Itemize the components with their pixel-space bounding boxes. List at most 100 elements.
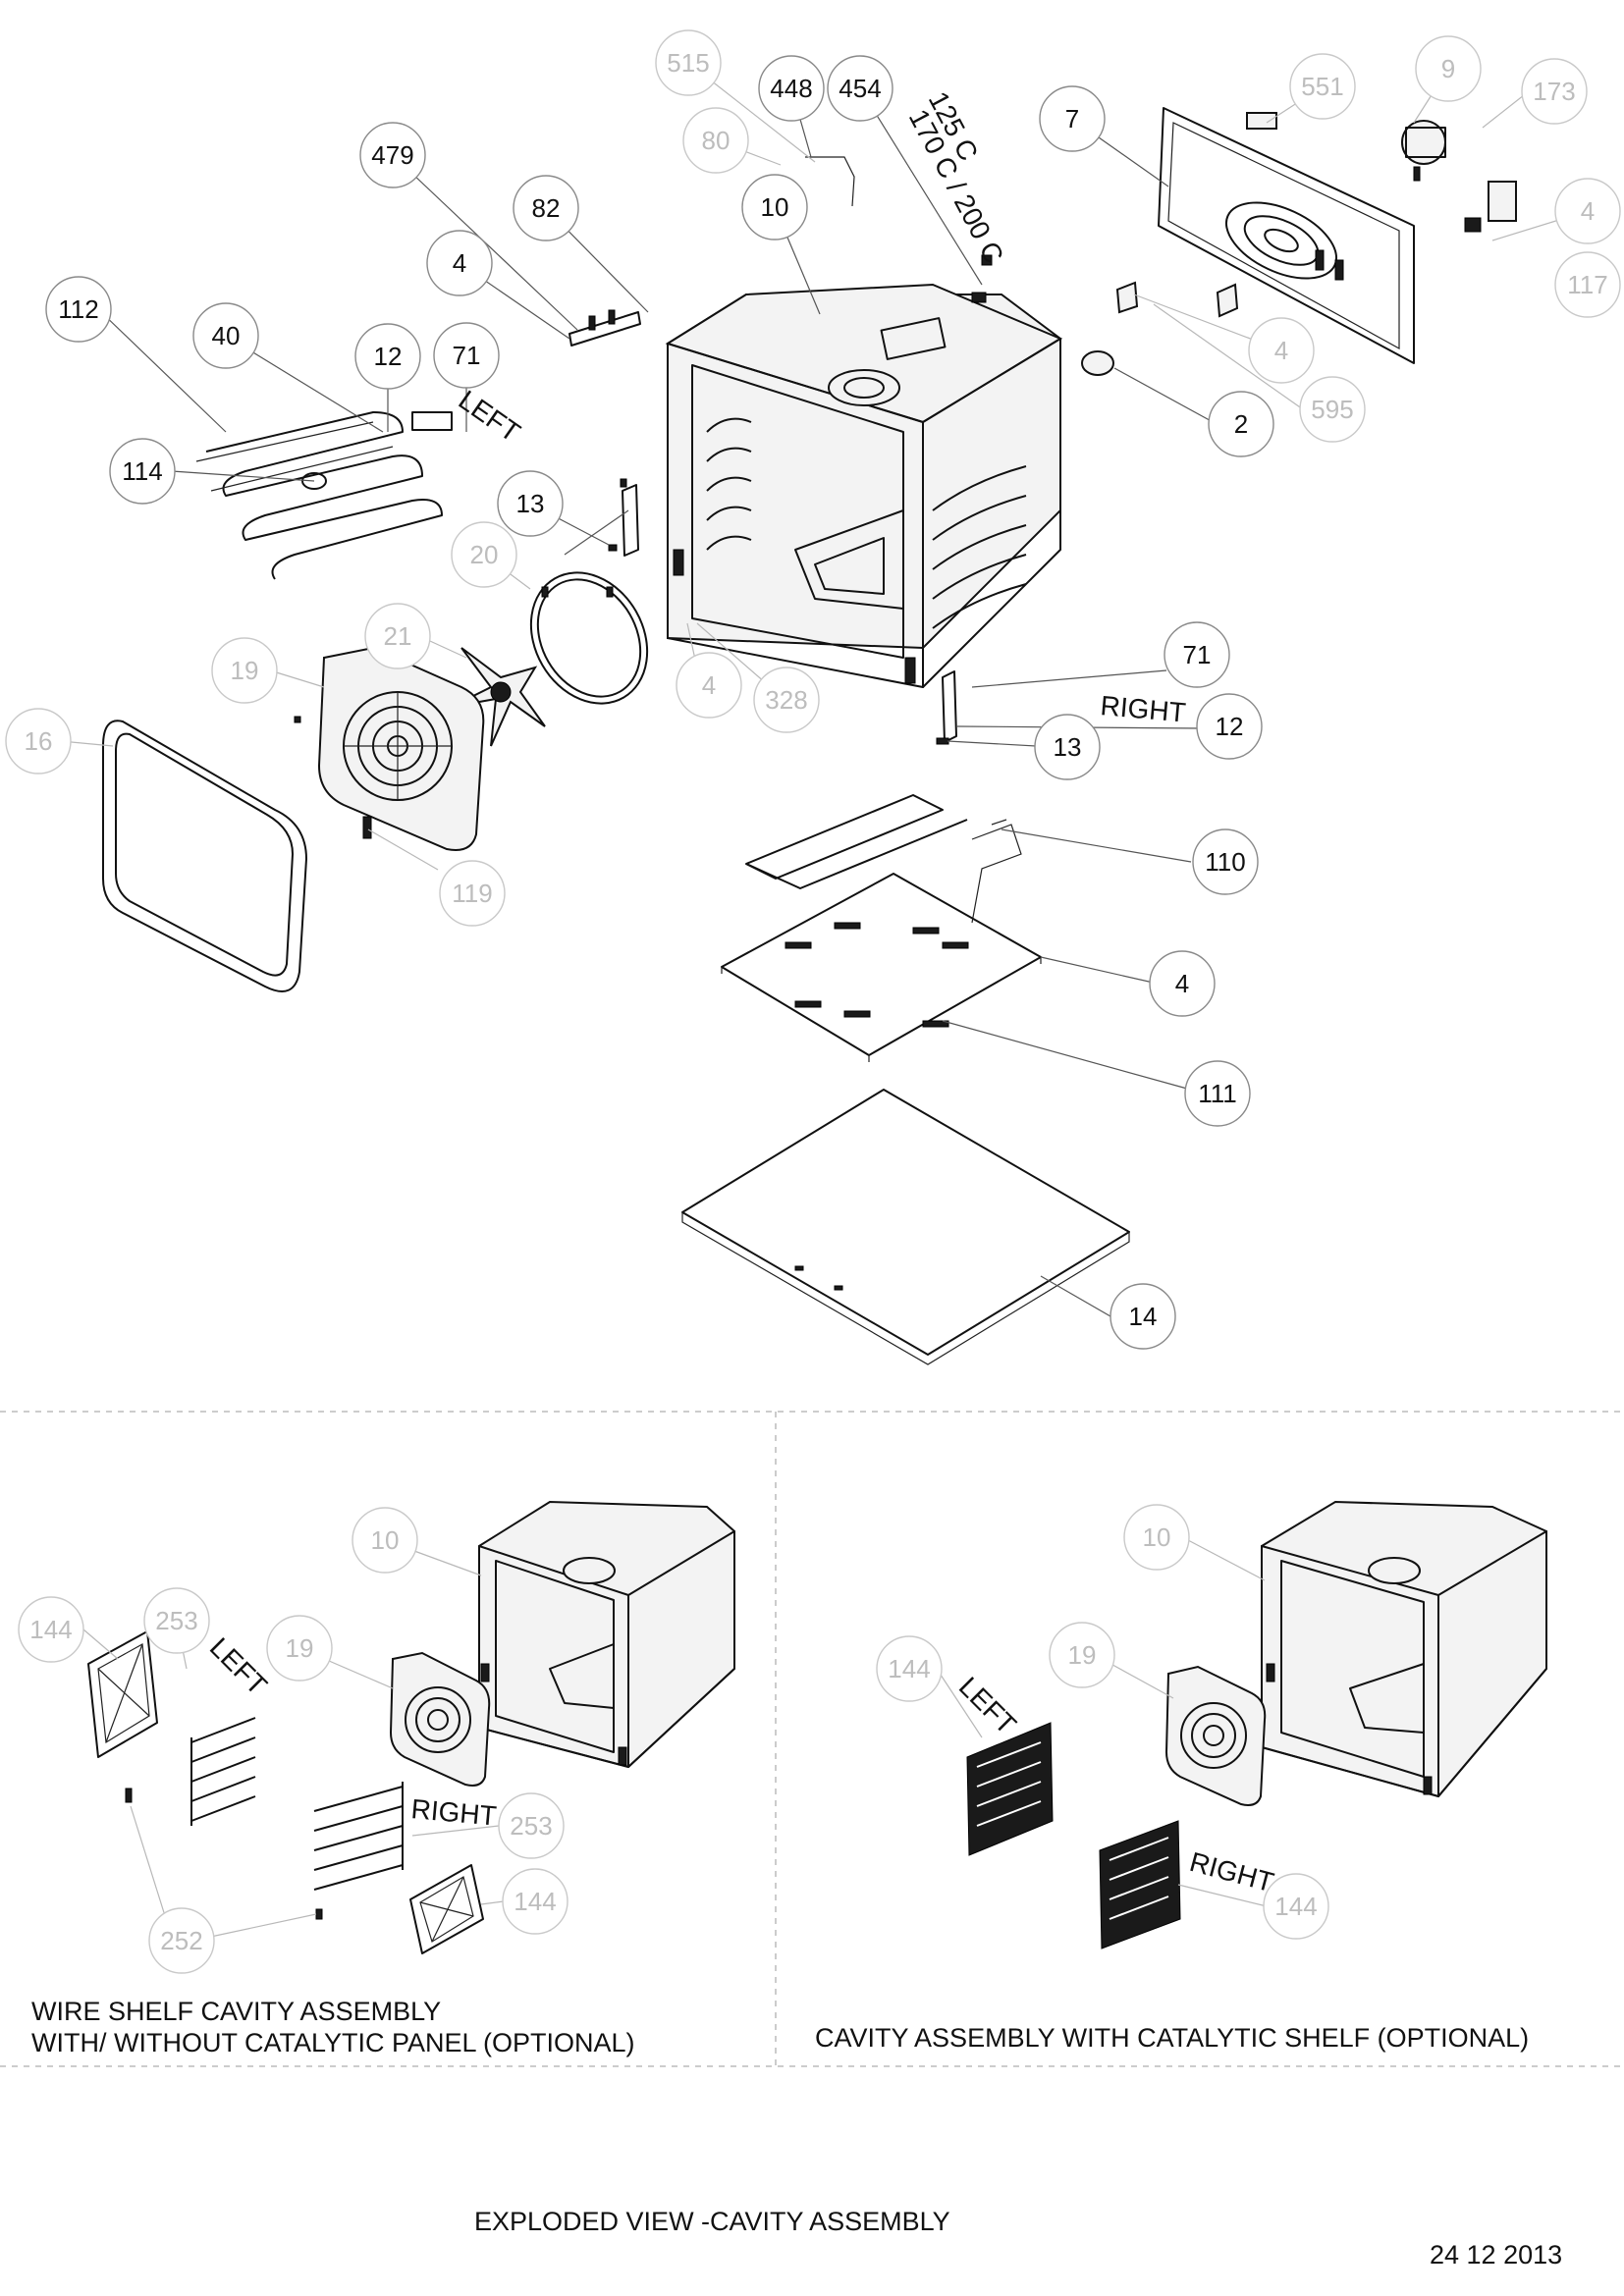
svg-text:40: 40 <box>212 321 241 350</box>
oven-cavity <box>665 283 1063 688</box>
callout-balloon: 19 <box>211 637 278 704</box>
door-seal <box>102 720 307 992</box>
callout-balloon: 454 <box>827 55 893 122</box>
callout-balloon: 80 <box>682 107 749 174</box>
callout-balloon: 479 <box>359 122 426 188</box>
svg-text:13: 13 <box>516 489 545 518</box>
callout-balloon: 71 <box>1164 621 1230 688</box>
callout-balloon: 10 <box>741 174 808 240</box>
callout-balloon: 10 <box>1123 1504 1190 1571</box>
svg-text:19: 19 <box>231 656 259 685</box>
svg-text:4: 4 <box>1175 969 1189 998</box>
callout-balloon: 253 <box>143 1587 210 1654</box>
svg-text:4: 4 <box>702 670 716 700</box>
callout-balloon: 14 <box>1110 1283 1176 1350</box>
circular-heating-element <box>529 571 649 705</box>
svg-text:10: 10 <box>1143 1522 1171 1552</box>
catalytic-right-slots <box>1109 1837 1169 1920</box>
callout-balloon: 4 <box>1149 950 1216 1017</box>
svg-text:253: 253 <box>510 1811 552 1841</box>
callout-balloon: 328 <box>753 667 820 733</box>
shelf-clip-left <box>608 478 639 557</box>
cavity-right-runners <box>932 465 1027 629</box>
callout-balloon: 515 <box>655 29 722 96</box>
callout-balloon: 12 <box>1196 693 1263 760</box>
callout-balloon: 253 <box>498 1792 565 1859</box>
callout-balloon: 144 <box>1263 1873 1329 1940</box>
base-plate <box>681 1089 1130 1365</box>
svg-text:10: 10 <box>371 1525 400 1555</box>
svg-text:454: 454 <box>839 74 881 103</box>
right-side-label: RIGHT <box>1099 690 1186 727</box>
main-leader-lines <box>60 62 1589 1317</box>
callout-balloon: 2 <box>1208 391 1274 457</box>
svg-text:144: 144 <box>514 1887 556 1916</box>
svg-text:4: 4 <box>1274 336 1288 365</box>
left-panel-drawing <box>87 1500 735 1954</box>
callout-balloon: 114 <box>109 438 176 505</box>
svg-text:328: 328 <box>765 685 807 715</box>
svg-text:448: 448 <box>770 74 812 103</box>
fan-motor <box>1401 120 1517 233</box>
top-heating-element <box>195 411 453 580</box>
callout-balloon: 595 <box>1299 376 1366 443</box>
callout-balloon: 21 <box>364 603 431 669</box>
rear-small-parts <box>805 112 1277 376</box>
svg-text:551: 551 <box>1301 72 1343 101</box>
callout-balloon: 4 <box>676 652 742 719</box>
svg-text:515: 515 <box>667 48 709 78</box>
svg-text:119: 119 <box>452 879 492 908</box>
drawing-date: 24 12 2013 <box>1430 2240 1562 2269</box>
temperature-labels: 125 C 170 C / 200 C <box>903 86 1009 268</box>
svg-text:479: 479 <box>371 140 413 170</box>
callout-balloon: 13 <box>497 470 564 537</box>
callout-balloon: 12 <box>354 323 421 390</box>
svg-text:21: 21 <box>384 621 412 651</box>
svg-text:4: 4 <box>453 248 466 278</box>
callout-balloon: 252 <box>148 1907 215 1974</box>
svg-text:111: 111 <box>1198 1079 1237 1108</box>
svg-text:80: 80 <box>702 126 731 155</box>
right-panel-drawing <box>966 1500 1547 1949</box>
callout-balloon: 144 <box>18 1596 84 1663</box>
fan-blade <box>451 647 546 747</box>
svg-text:19: 19 <box>286 1633 314 1663</box>
left-panel-left-label: LEFT <box>204 1631 273 1700</box>
svg-text:252: 252 <box>160 1926 202 1955</box>
left-side-label: LEFT <box>454 385 526 449</box>
left-panel-callouts: 10 144 253 19 253 144 252 <box>18 1507 568 1974</box>
shelf-clip-right <box>936 670 957 745</box>
callout-balloon: 40 <box>192 302 259 369</box>
callout-balloon: 173 <box>1521 58 1588 125</box>
callout-balloon: 19 <box>266 1615 333 1682</box>
callout-balloon: 7 <box>1039 85 1106 152</box>
callout-balloon: 4 <box>1554 178 1621 244</box>
bracket-479 <box>568 309 641 347</box>
callout-balloon: 82 <box>513 175 579 241</box>
svg-text:112: 112 <box>58 294 98 324</box>
svg-text:144: 144 <box>1274 1892 1317 1921</box>
callout-balloon: 144 <box>502 1868 568 1935</box>
svg-text:110: 110 <box>1205 847 1245 877</box>
svg-text:4: 4 <box>1581 196 1595 226</box>
callout-balloon: 16 <box>5 708 72 774</box>
bottom-heating-element <box>745 794 1022 924</box>
callout-balloon: 4 <box>426 230 493 296</box>
svg-text:114: 114 <box>122 456 162 486</box>
svg-text:117: 117 <box>1567 270 1607 299</box>
caption-left-line-2: WITH/ WITHOUT CATALYTIC PANEL (OPTIONAL) <box>31 2028 635 2057</box>
svg-text:10: 10 <box>761 192 789 222</box>
callout-balloon: 71 <box>433 322 500 389</box>
svg-text:13: 13 <box>1054 732 1082 762</box>
svg-text:9: 9 <box>1441 54 1455 83</box>
callout-balloon: 20 <box>451 521 517 588</box>
callout-balloon: 19 <box>1049 1622 1115 1688</box>
left-shelf-runners <box>190 1717 256 1826</box>
callout-balloon: 448 <box>758 55 825 122</box>
callout-balloon: 110 <box>1192 828 1259 895</box>
svg-text:253: 253 <box>155 1606 197 1635</box>
svg-text:82: 82 <box>532 193 561 223</box>
callout-balloon: 144 <box>876 1635 943 1702</box>
right-panel-leaders <box>936 1539 1268 1907</box>
fan-cover <box>294 646 485 851</box>
